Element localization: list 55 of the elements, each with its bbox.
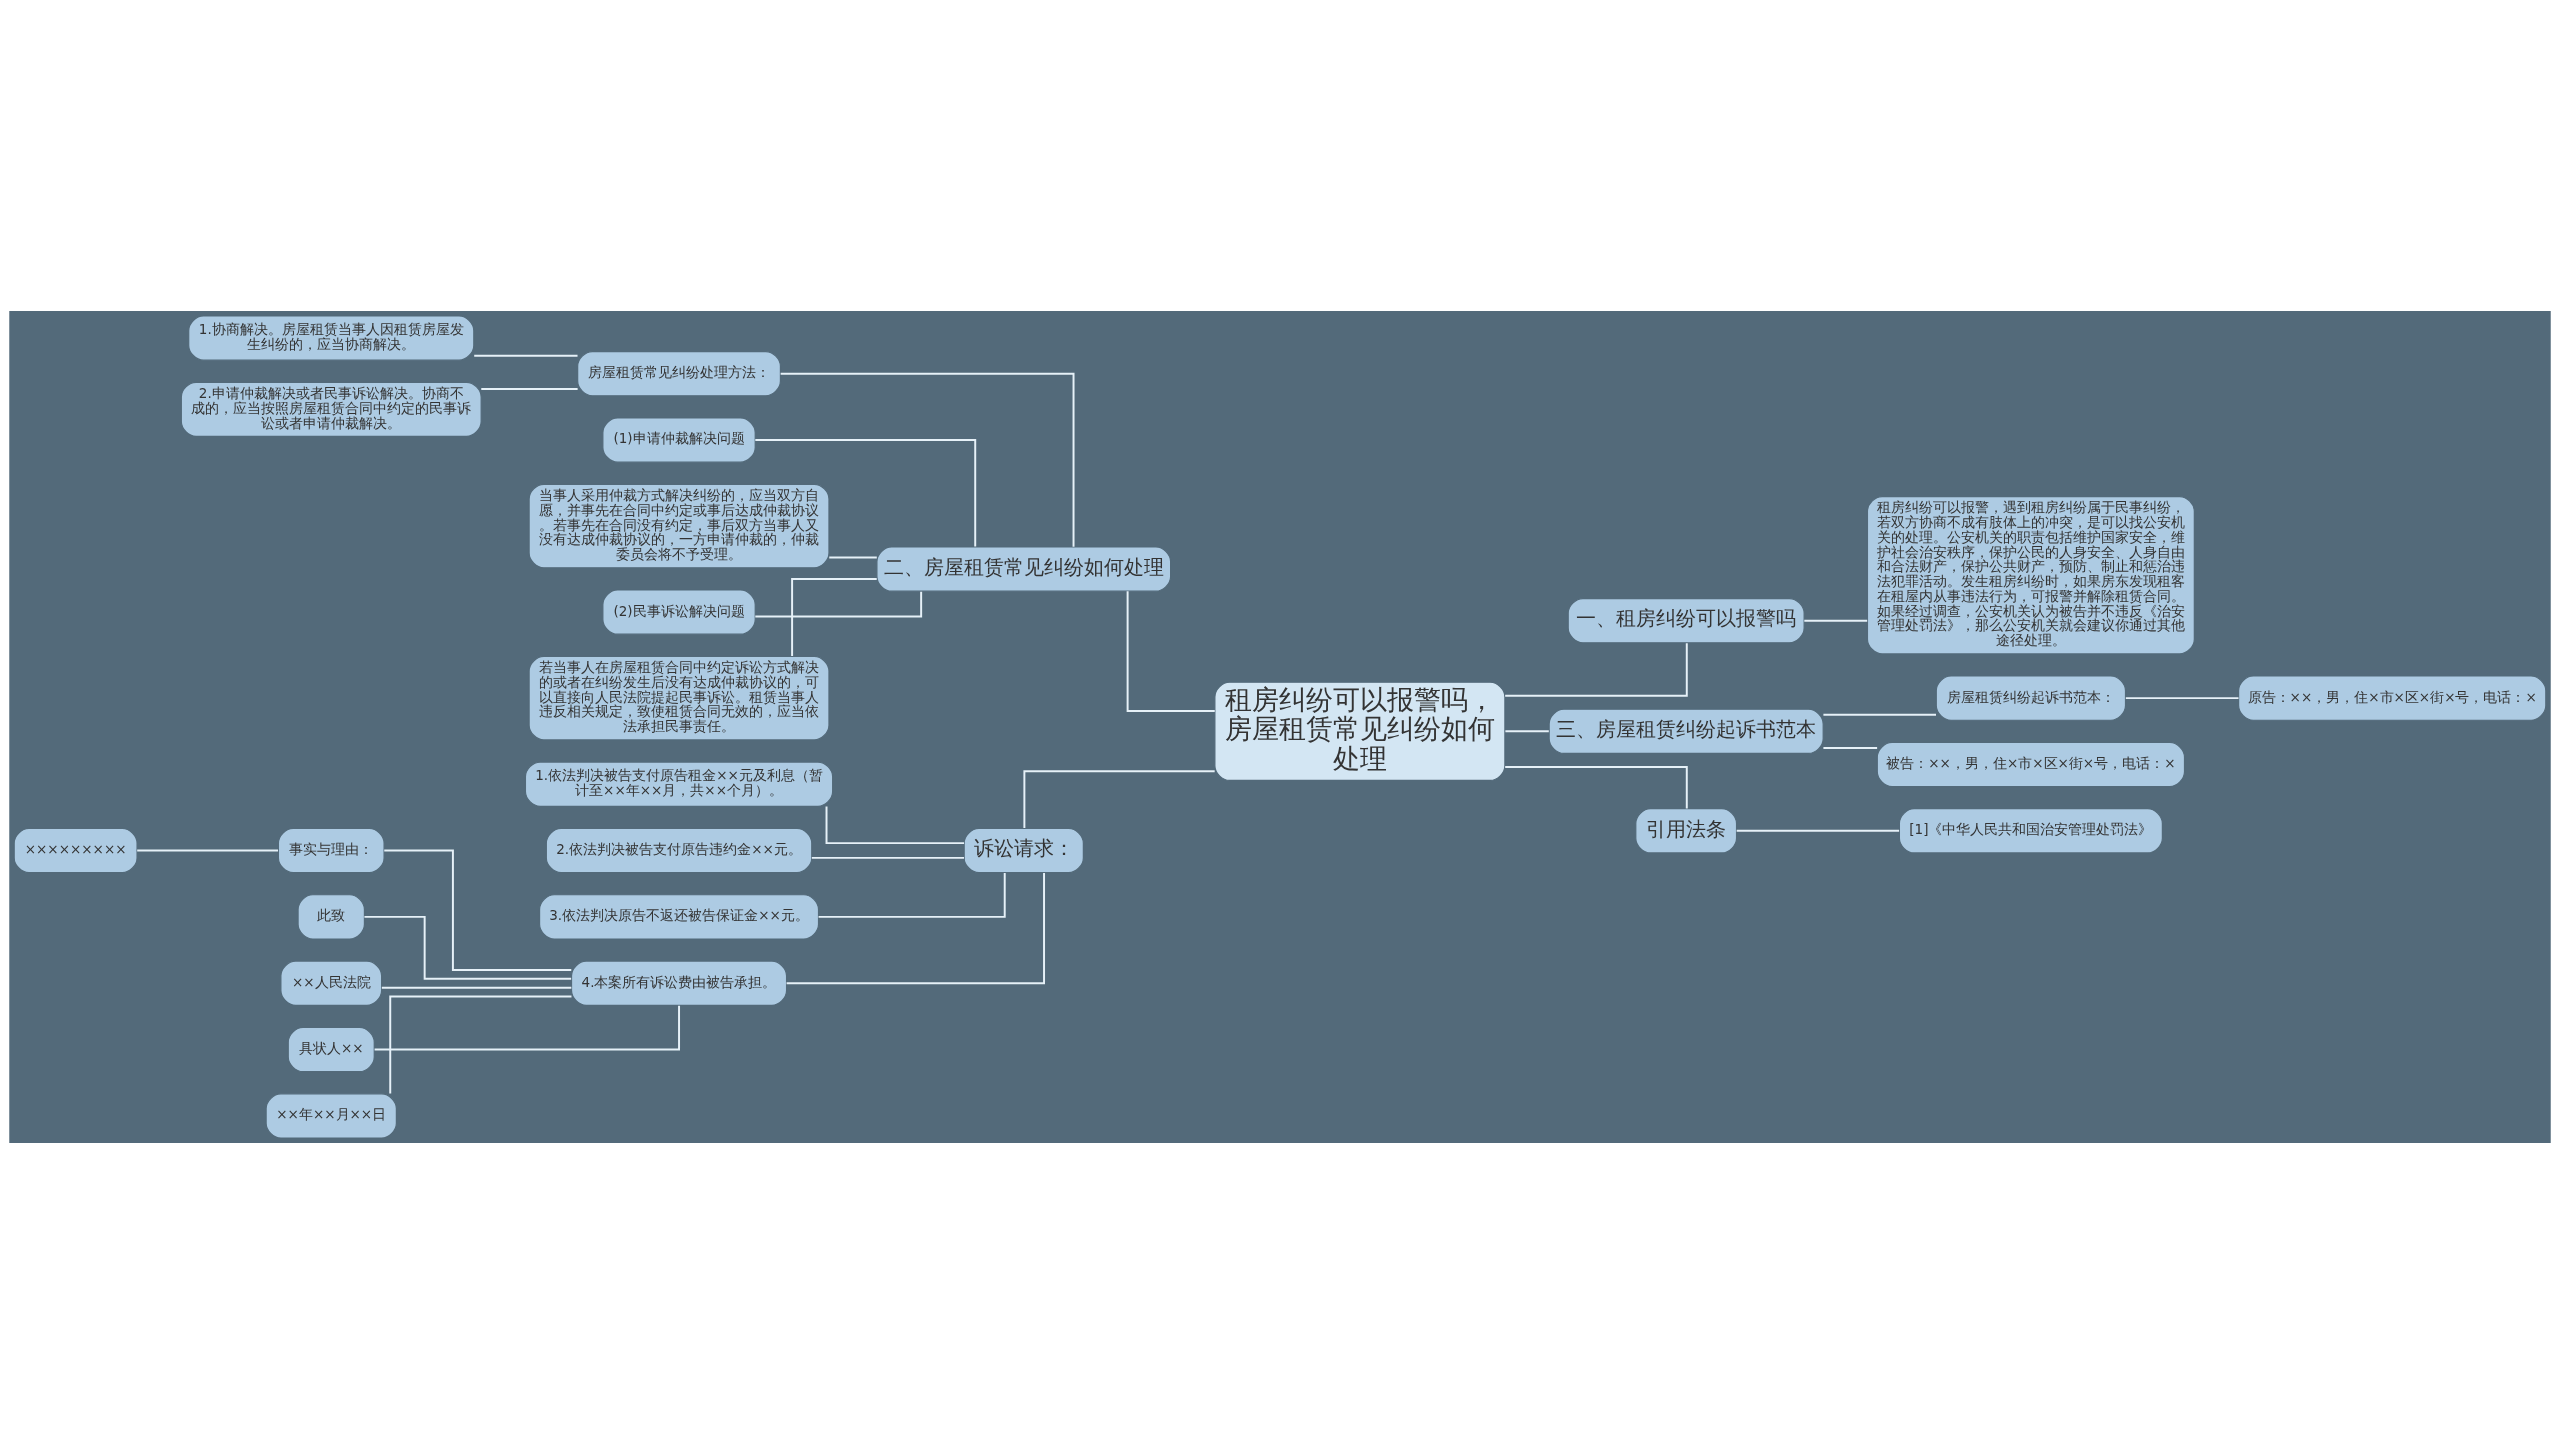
connector <box>1504 765 1688 809</box>
connector <box>754 438 977 548</box>
node-box: 2.申请仲裁解决或者民事诉讼解决。协商不成的，应当按照房屋租赁合同中约定的民事诉讼或者申请仲裁解决。 <box>180 381 482 437</box>
connector <box>1803 619 1869 622</box>
connector <box>136 849 279 851</box>
node-box: (1)申请仲裁解决问题 <box>602 416 756 463</box>
connector <box>473 354 579 357</box>
node-box: ××人民法院 <box>280 960 383 1006</box>
node-box: 房屋租赁常见纠纷处理方法： <box>577 350 782 396</box>
node-box: 1.依法判决被告支付原告租金××元及利息（暂计至××年××月，共××个月）。 <box>524 760 834 807</box>
connector <box>1126 589 1216 712</box>
node-box: 诉讼请求： <box>963 827 1084 873</box>
connector <box>785 871 1046 984</box>
connector <box>1504 729 1550 732</box>
node-box: 3.依法判决原告不返还被告保证金××元。 <box>538 893 820 940</box>
node-box: 房屋租赁纠纷起诉书范本： <box>1935 674 2127 721</box>
node-box: 被告：××，男，住×市×区×街×号，电话：× <box>1876 741 2186 787</box>
node-box: (2)民事诉讼解决问题 <box>602 588 756 635</box>
connector <box>754 590 923 617</box>
connector <box>1822 746 1879 749</box>
node-box: 一、租房纠纷可以报警吗 <box>1567 597 1805 643</box>
connector <box>828 555 878 558</box>
node-box: 此致 <box>297 893 366 940</box>
node-box: 当事人采用仲裁方式解决纠纷的，应当双方自愿，并事先在合同中约定或事后达成仲裁协议。若事先在合同没有约定，事后双方当事人又没有达成仲裁协议的，一方申请仲裁的，仲裁委员会将不予受理。 <box>528 483 830 568</box>
connector <box>2124 696 2240 699</box>
node-box: 租房纠纷可以报警，遇到租房纠纷属于民事纠纷，若双方协商不成有肢体上的冲突，是可以找公安机关的处理。公安机关的职责包括维护国家安全，维护社会治安秩序，保护公民的人身安全、人身自由和合法财产，保护公共财产，预防、制止和惩治违法犯罪活动。发生租房纠纷时，如果房东发现租客在租屋内从事违法行为，可报警并解除租赁合同。如果经过调查，公安机关认为被告并不违反《治安管理处罚法》，那么公安机关就会建议你通过其他途径处理。 <box>1866 495 2195 654</box>
node-box: 事实与理由： <box>277 827 385 873</box>
connector <box>363 915 573 980</box>
connector <box>1735 829 1901 832</box>
connector <box>817 871 1006 918</box>
node-box: 若当事人在房屋租赁合同中约定诉讼方式解决的或者在纠纷发生后没有达成仲裁协议的，可以直接向人民法院提起民事诉讼。租赁当事人违反相关规定，致使租赁合同无效的，应当依法承担民事责任。 <box>528 655 830 740</box>
connector <box>383 849 573 971</box>
node-box: ××××××××× <box>13 827 138 873</box>
node-box: 4.本案所有诉讼费由被告承担。 <box>570 960 788 1006</box>
connector <box>380 986 573 989</box>
connector <box>480 387 579 390</box>
connector <box>791 577 878 657</box>
connector <box>779 372 1075 548</box>
node-box: 二、房屋租赁常见纠纷如何处理 <box>876 545 1172 592</box>
connector <box>1822 713 1937 716</box>
node-box: 引用法条 <box>1635 807 1738 854</box>
node-box: 具状人×× <box>287 1026 375 1072</box>
connector <box>373 1004 681 1051</box>
connector <box>389 995 573 1094</box>
node-box: 租房纠纷可以报警吗，房屋租赁常见纠纷如何处理 <box>1214 681 1506 781</box>
node-box: [1]《中华人民共和国治安管理处罚法》 <box>1898 807 2163 854</box>
node-box: 原告：××，男，住×市×区×街×号，电话：× <box>2237 674 2547 721</box>
connector <box>1023 769 1216 829</box>
node-box: 1.协商解决。房屋租赁当事人因租赁房屋发生纠纷的，应当协商解决。 <box>188 314 475 361</box>
node-box: ××年××月××日 <box>265 1092 397 1139</box>
node-box: 三、房屋租赁纠纷起诉书范本 <box>1548 708 1824 754</box>
node-box: 2.依法判决被告支付原告违约金××元。 <box>545 827 813 873</box>
connector <box>1504 641 1688 697</box>
connector <box>825 804 966 844</box>
connector <box>810 856 965 859</box>
